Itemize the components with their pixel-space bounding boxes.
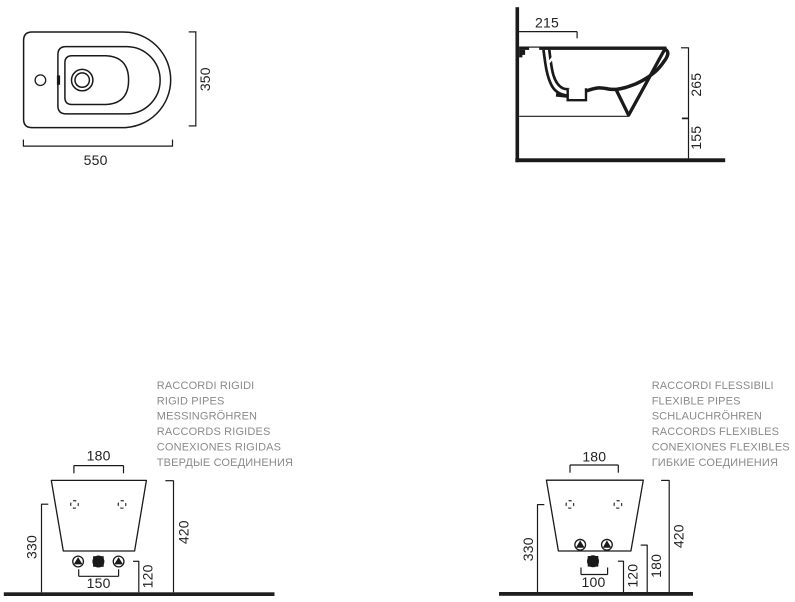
svg-text:180: 180: [648, 554, 664, 578]
svg-text:150: 150: [87, 575, 111, 591]
svg-text:RACCORDS RIGIDES: RACCORDS RIGIDES: [157, 426, 271, 438]
svg-text:550: 550: [84, 152, 108, 168]
svg-text:215: 215: [535, 15, 559, 31]
svg-text:155: 155: [688, 126, 704, 150]
svg-text:420: 420: [671, 524, 687, 548]
svg-text:420: 420: [175, 520, 191, 544]
svg-text:350: 350: [197, 67, 213, 91]
svg-text:ТВЕРДЫЕ СОЕДИНЕНИЯ: ТВЕРДЫЕ СОЕДИНЕНИЯ: [157, 457, 293, 469]
svg-text:RIGID PIPES: RIGID PIPES: [157, 395, 225, 407]
svg-text:120: 120: [139, 564, 155, 588]
svg-text:CONEXIONES RIGIDAS: CONEXIONES RIGIDAS: [157, 441, 281, 453]
svg-text:CONEXIONES FLEXIBLES: CONEXIONES FLEXIBLES: [652, 441, 790, 453]
svg-text:180: 180: [582, 448, 606, 464]
svg-text:MESSINGRÖHREN: MESSINGRÖHREN: [157, 411, 257, 423]
svg-text:RACCORDS FLEXIBLES: RACCORDS FLEXIBLES: [652, 426, 779, 438]
svg-text:120: 120: [625, 564, 641, 588]
svg-text:ГИБКИЕ СОЕДИНЕНИЯ: ГИБКИЕ СОЕДИНЕНИЯ: [652, 457, 778, 469]
svg-text:265: 265: [688, 73, 704, 97]
svg-text:180: 180: [87, 448, 111, 464]
svg-text:FLEXIBLE PIPES: FLEXIBLE PIPES: [652, 395, 741, 407]
svg-text:RACCORDI RIGIDI: RACCORDI RIGIDI: [157, 380, 255, 392]
svg-text:330: 330: [520, 537, 536, 561]
svg-text:100: 100: [582, 574, 606, 590]
svg-text:330: 330: [23, 535, 39, 559]
svg-text:SCHLAUCHRÖHREN: SCHLAUCHRÖHREN: [652, 411, 762, 423]
svg-text:RACCORDI FLESSIBILI: RACCORDI FLESSIBILI: [652, 380, 774, 392]
